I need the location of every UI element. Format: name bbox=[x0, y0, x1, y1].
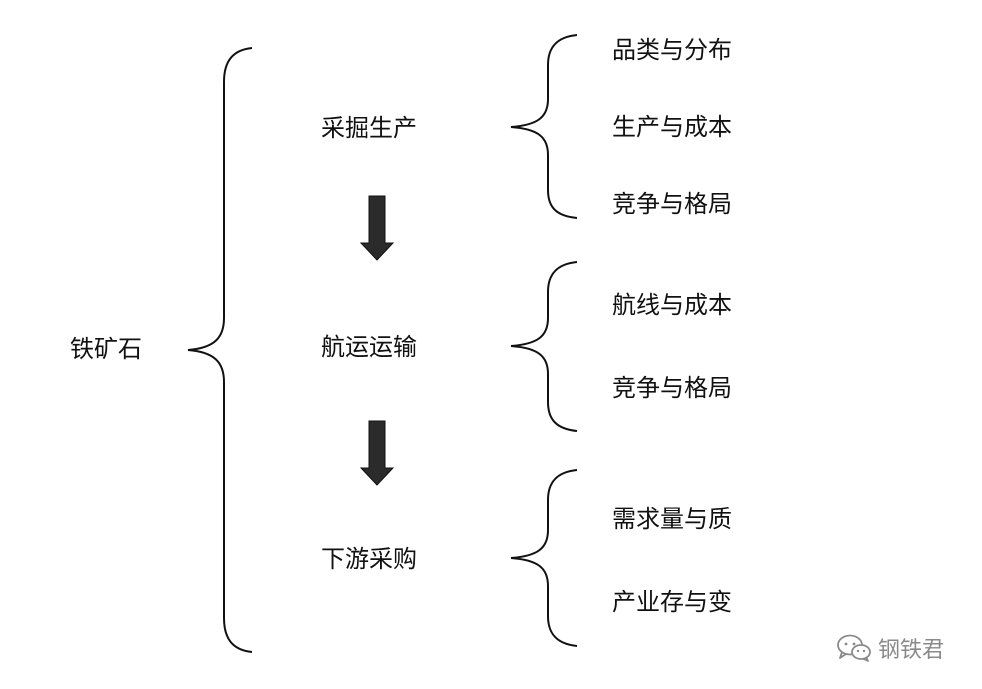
stage-label-1: 采掘生产 bbox=[321, 114, 417, 142]
root-label: 铁矿石 bbox=[70, 335, 142, 363]
item-label: 品类与分布 bbox=[612, 36, 732, 64]
arrow-down-icon bbox=[359, 420, 395, 486]
stage-brace-1 bbox=[510, 34, 578, 219]
item-label: 竞争与格局 bbox=[612, 374, 732, 402]
item-label: 航线与成本 bbox=[612, 291, 732, 319]
item-label: 产业存与变 bbox=[612, 588, 732, 616]
item-label: 竞争与格局 bbox=[612, 190, 732, 218]
wechat-icon bbox=[837, 634, 871, 662]
watermark: 钢铁君 bbox=[836, 632, 944, 664]
watermark-text: 钢铁君 bbox=[878, 638, 945, 663]
root-brace bbox=[187, 47, 253, 653]
stage-brace-2 bbox=[510, 261, 578, 432]
item-label: 需求量与质 bbox=[612, 505, 732, 533]
stage-label-2: 航运运输 bbox=[321, 333, 417, 361]
item-label: 生产与成本 bbox=[612, 113, 732, 141]
arrow-down-icon bbox=[359, 195, 395, 261]
stage-label-3: 下游采购 bbox=[321, 545, 417, 573]
stage-brace-3 bbox=[510, 469, 578, 647]
